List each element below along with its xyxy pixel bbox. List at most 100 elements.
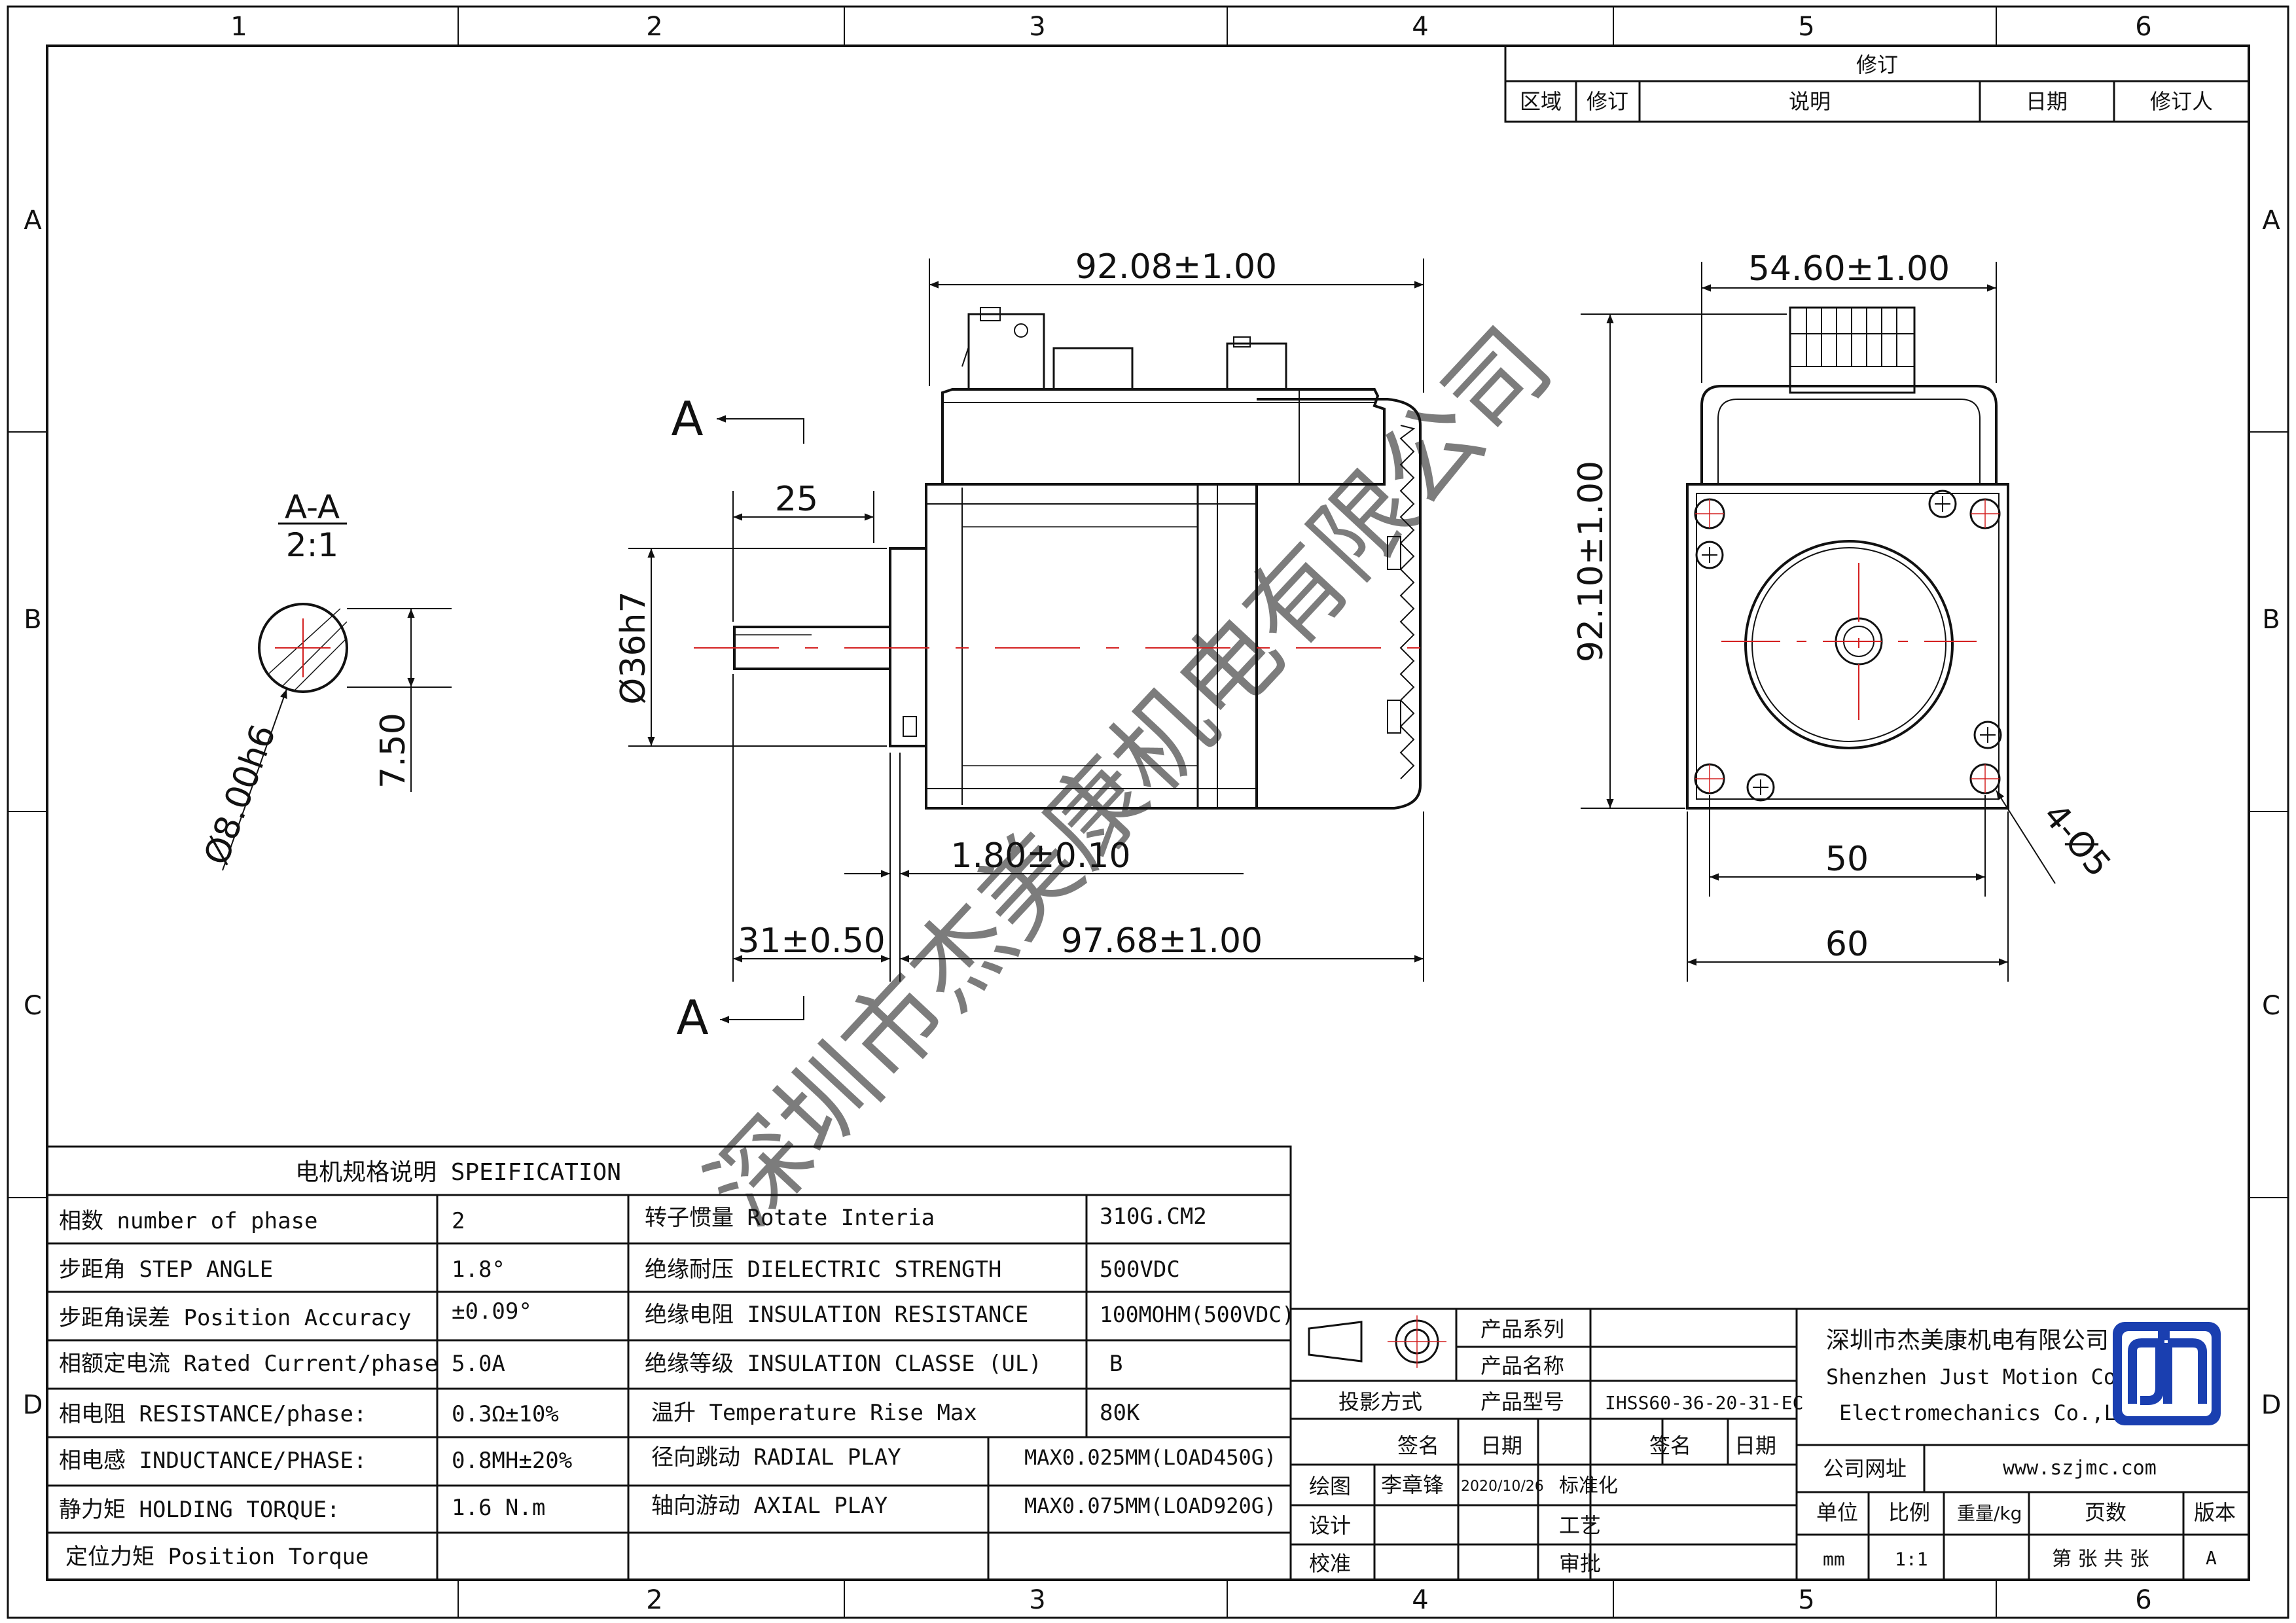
- title-block-label: 公司网址: [1823, 1456, 1907, 1481]
- revision-header: 区域: [1520, 89, 1562, 114]
- col-label-top: 5: [1798, 12, 1814, 42]
- dimension-label: Ø36h7: [614, 591, 653, 704]
- spec-table: 电机规格说明 SPEIFICATION 相数 number of phase 2…: [46, 1145, 1295, 1581]
- row-label-right: C: [2262, 991, 2280, 1021]
- title-block-label: 比例: [1888, 1500, 1930, 1525]
- spec-value: 500VDC: [1100, 1257, 1180, 1283]
- spec-param: 步距角误差 Position Accuracy: [59, 1305, 411, 1331]
- row-label-right: A: [2262, 205, 2280, 236]
- side-view-dimension-labels: 92.08±1.00 25 Ø36h7 1.80±0.10 31±0.50 97…: [614, 247, 1277, 961]
- row-label-right: D: [2261, 1390, 2282, 1420]
- projection-symbol-icon: [1308, 1315, 1446, 1368]
- company-logo: [2113, 1322, 2221, 1425]
- spec-param: 绝缘等级 INSULATION CLASSE (UL): [645, 1351, 1042, 1377]
- motor-side-view: [694, 307, 1440, 810]
- col-label-bottom: 3: [1029, 1585, 1045, 1615]
- title-block-label: 投影方式: [1338, 1389, 1422, 1414]
- section-mark-bottom: A: [676, 990, 708, 1045]
- revision-header: 说明: [1789, 89, 1831, 114]
- revision-header: 修订人: [2150, 89, 2213, 114]
- spec-param: 径向跳动 RADIAL PLAY: [651, 1444, 901, 1471]
- title-block-label: 校准: [1309, 1551, 1351, 1576]
- spec-title: 电机规格说明 SPEIFICATION: [295, 1159, 621, 1186]
- dimension-label: 31±0.50: [738, 921, 886, 961]
- spec-param: 步距角 STEP ANGLE: [59, 1257, 273, 1283]
- col-label-bottom: 6: [2135, 1585, 2151, 1615]
- side-view-dimensions: [628, 259, 1424, 982]
- section-marks: A A: [671, 391, 804, 1045]
- title-block-label: 绘图: [1309, 1474, 1351, 1499]
- title-block-label: 日期: [1734, 1433, 1776, 1458]
- section-title: A-A: [285, 488, 340, 526]
- revision-table: 修订 区域 修订 说明 日期 修订人: [1504, 45, 2250, 123]
- dimension-label: 54.60±1.00: [1748, 249, 1950, 289]
- spec-value: 80K: [1100, 1400, 1140, 1426]
- dimension-label: 92.08±1.00: [1075, 247, 1277, 287]
- spec-value: MAX0.075MM(LOAD920G): [1024, 1493, 1276, 1518]
- spec-value: B: [1109, 1351, 1122, 1377]
- scale-value: 1:1: [1895, 1548, 1928, 1570]
- revision-header: 日期: [2026, 89, 2068, 114]
- row-label-left: D: [23, 1390, 43, 1420]
- col-label-top: 2: [646, 12, 662, 42]
- spec-param: 相电阻 RESISTANCE/phase:: [59, 1401, 367, 1427]
- title-block-label: 设计: [1309, 1513, 1351, 1538]
- spec-value: ±0.09°: [452, 1298, 532, 1325]
- spec-param: 静力矩 HOLDING TORQUE:: [59, 1497, 340, 1523]
- spec-value: 0.3Ω±10%: [452, 1401, 559, 1427]
- spec-param: 温升 Temperature Rise Max: [651, 1400, 977, 1426]
- row-label-left: C: [24, 991, 42, 1021]
- spec-param: 绝缘电阻 INSULATION RESISTANCE: [645, 1302, 1028, 1328]
- dimension-label: 7.50: [374, 713, 413, 789]
- title-block-label: 标准化: [1559, 1474, 1618, 1497]
- dimension-label: Ø8.00h6: [197, 720, 284, 870]
- title-block-label: 重量/kg: [1957, 1503, 2022, 1524]
- col-label-top: 6: [2135, 12, 2151, 42]
- dimension-label: 97.68±1.00: [1061, 921, 1263, 961]
- col-label-top: 4: [1412, 12, 1428, 42]
- col-label-top: 1: [230, 12, 247, 42]
- pages-value: 第 张 共 张: [2052, 1548, 2149, 1571]
- dimension-label: 92.10±1.00: [1571, 461, 1611, 662]
- spec-param: 轴向游动 AXIAL PLAY: [651, 1493, 888, 1519]
- row-label-left: B: [24, 605, 41, 635]
- draw-date: 2020/10/26: [1461, 1478, 1544, 1495]
- title-block-label: 产品型号: [1480, 1389, 1564, 1414]
- revision-header: 修订: [1587, 89, 1628, 114]
- title-block-label: 单位: [1816, 1500, 1858, 1525]
- spec-value: 310G.CM2: [1100, 1204, 1207, 1230]
- front-view-dimensions: [1581, 262, 2056, 982]
- dimension-label: 1.80±0.10: [950, 836, 1130, 876]
- spec-value: 1.8°: [452, 1257, 505, 1283]
- dimension-label: 60: [1825, 925, 1869, 964]
- spec-value: 1.6 N.m: [452, 1495, 545, 1521]
- company-name-cn: 深圳市杰美康机电有限公司: [1826, 1327, 2109, 1354]
- col-label-bottom: 5: [1798, 1585, 1814, 1615]
- spec-value: 0.8MH±20%: [452, 1448, 572, 1474]
- spec-param: 相额定电流 Rated Current/phase: [59, 1351, 438, 1377]
- title-block-label: 产品名称: [1480, 1353, 1564, 1378]
- version-value: A: [2206, 1547, 2217, 1569]
- spec-value: MAX0.025MM(LOAD450G): [1024, 1445, 1276, 1470]
- company-name-en: Electromechanics Co.,LTD: [1839, 1400, 2142, 1425]
- model-value: IHSS60-36-20-31-EC: [1605, 1392, 1803, 1414]
- revision-title: 修订: [1856, 52, 1898, 77]
- section-view-a-a: A-A 2:1 7.50 Ø8.00h6: [197, 488, 452, 871]
- title-block-label: 工艺: [1559, 1513, 1601, 1538]
- title-block-label: 页数: [2085, 1500, 2126, 1525]
- col-label-bottom: 4: [1412, 1585, 1428, 1615]
- title-block-label: 产品系列: [1480, 1317, 1564, 1342]
- section-scale: 2:1: [286, 526, 338, 564]
- spec-param: 定位力矩 Position Torque: [65, 1544, 369, 1570]
- title-block-label: 日期: [1480, 1433, 1522, 1458]
- col-label-top: 3: [1029, 12, 1045, 42]
- title-block-label: 版本: [2194, 1500, 2236, 1525]
- frame-row-labels: A B C D A B C D: [23, 205, 2282, 1420]
- shaft-section-circle: [258, 603, 348, 693]
- section-mark-top: A: [671, 391, 703, 446]
- row-label-right: B: [2262, 605, 2280, 635]
- unit-value: mm: [1823, 1548, 1845, 1570]
- title-block-label: 审批: [1559, 1551, 1601, 1576]
- spec-param: 相电感 INDUCTANCE/PHASE:: [59, 1448, 367, 1474]
